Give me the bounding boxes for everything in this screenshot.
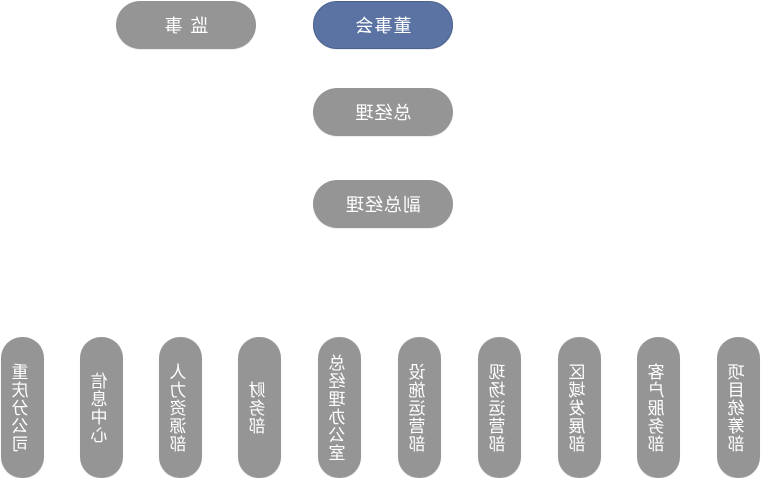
department-node: 人力资源部 (159, 337, 202, 478)
board-label: 董事会 (354, 16, 412, 37)
general-manager-label: 总经理 (354, 103, 412, 124)
department-label: 重庆分公司 (12, 362, 33, 453)
department-node: 重庆分公司 (1, 337, 44, 478)
department-node: 区域发展部 (558, 337, 601, 478)
department-label: 现场运营部 (489, 362, 510, 453)
department-node: 设施运营部 (398, 337, 441, 478)
department-node: 信息中心 (80, 337, 123, 478)
department-node: 总经理办公室 (318, 337, 361, 478)
supervisor-label: 监 事 (163, 16, 209, 37)
board-node: 董事会 (313, 1, 453, 49)
deputy-general-manager-node: 副总经理 (313, 180, 453, 228)
department-label: 总经理办公室 (329, 353, 350, 462)
department-label: 项目统筹部 (728, 362, 749, 453)
department-label: 区域发展部 (569, 362, 590, 453)
department-node: 现场运营部 (478, 337, 521, 478)
department-node: 项目统筹部 (717, 337, 760, 478)
department-label: 信息中心 (91, 371, 112, 444)
supervisor-node: 监 事 (116, 1, 256, 49)
deputy-general-manager-label: 副总经理 (345, 195, 421, 216)
department-label: 人力资源部 (170, 362, 191, 453)
department-label: 客户服务部 (648, 362, 669, 453)
department-label: 财务部 (249, 380, 270, 435)
department-node: 客户服务部 (637, 337, 680, 478)
department-label: 设施运营部 (409, 362, 430, 453)
general-manager-node: 总经理 (313, 88, 453, 136)
department-node: 财务部 (238, 337, 281, 478)
